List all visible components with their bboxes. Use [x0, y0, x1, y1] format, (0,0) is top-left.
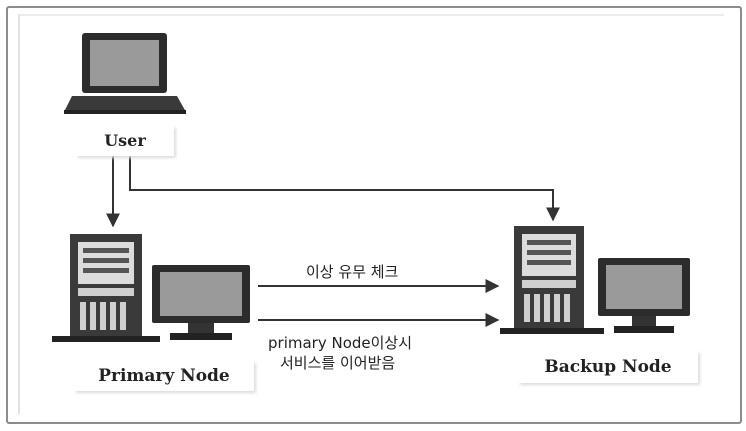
failover-label-line1: primary Node이상시 [268, 334, 413, 352]
backup-node-label: Backup Node [518, 351, 698, 383]
primary-node-label-text: Primary Node [98, 366, 230, 386]
monitor-icon [152, 265, 250, 340]
server-icon [500, 226, 604, 334]
user-to-backup-arrow [129, 156, 560, 222]
primary-node-label: Primary Node [74, 361, 254, 391]
failover-label-line2: 서비스를 이어받음 [280, 354, 396, 372]
monitor-icon [598, 258, 690, 333]
server-icon [52, 234, 160, 342]
diagram-inner-panel [18, 14, 724, 414]
user-label: User [76, 126, 174, 156]
laptop-icon [64, 33, 186, 114]
backup-node-label-text: Backup Node [544, 357, 672, 377]
user-label-text: User [104, 131, 146, 150]
health-check-label: 이상 유무 체크 [306, 263, 399, 281]
